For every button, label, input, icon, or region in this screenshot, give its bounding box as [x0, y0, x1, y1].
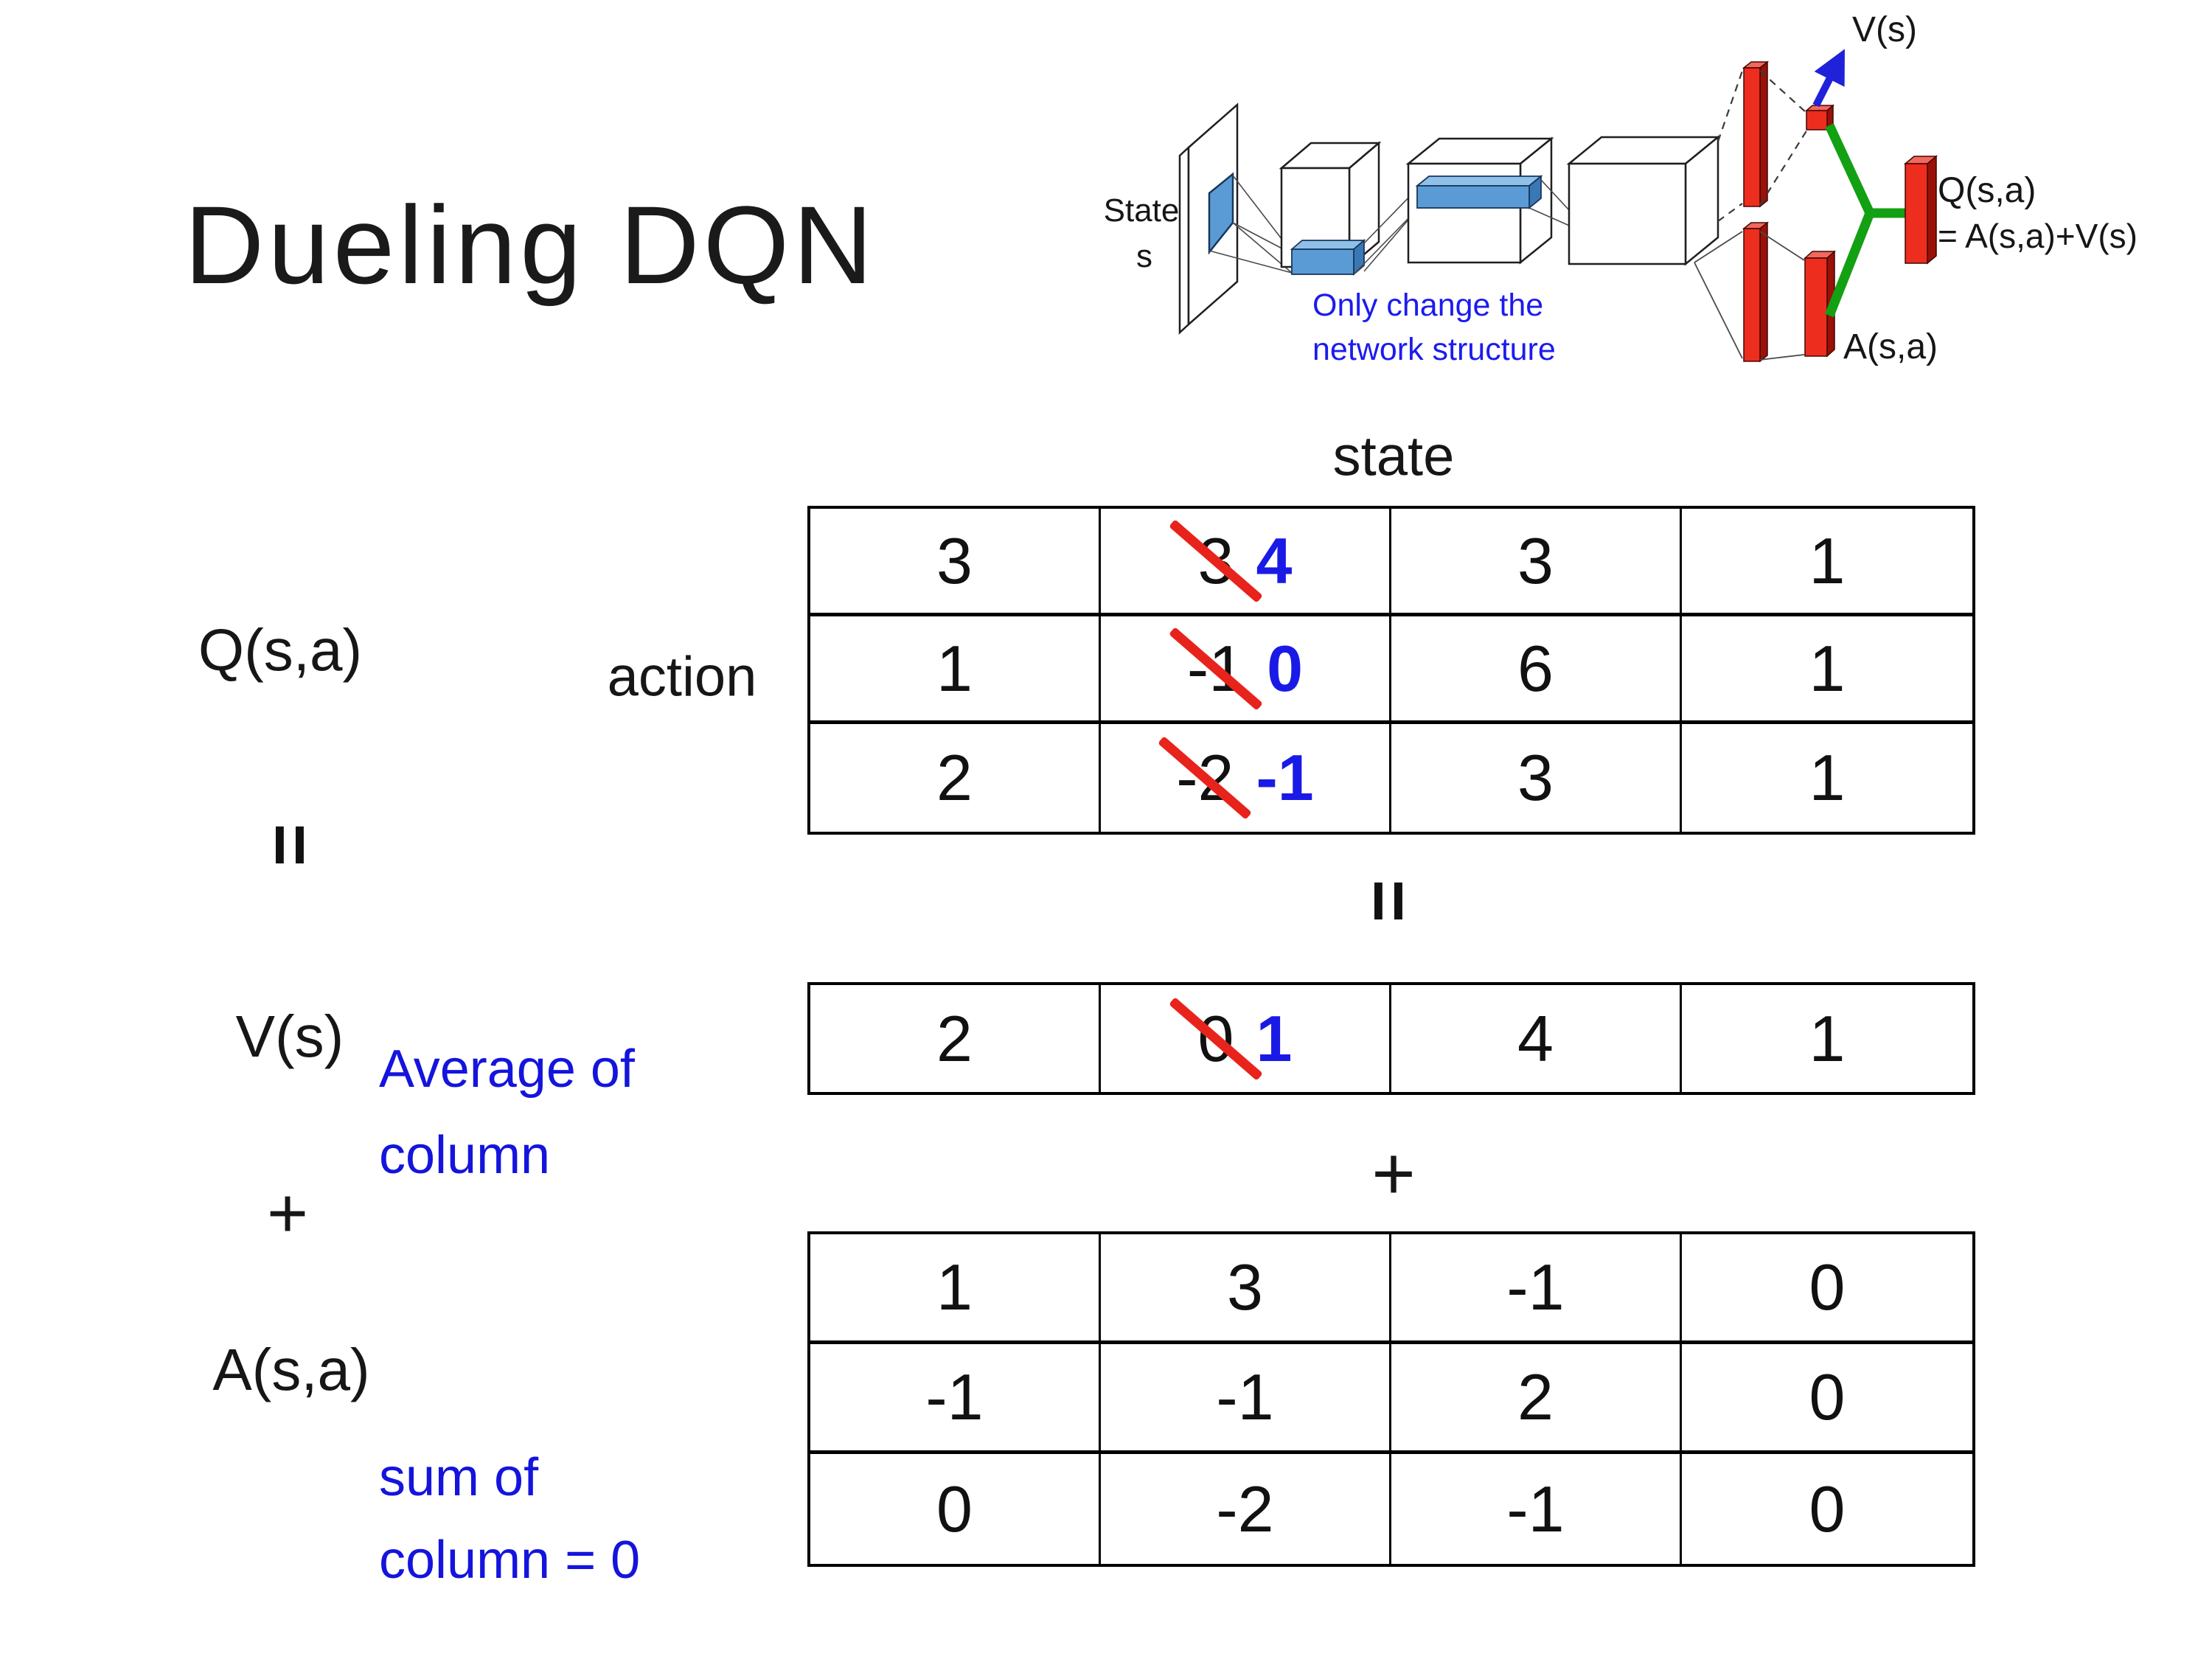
struck-value: 0 [1169, 996, 1263, 1081]
a-cell-r1c1: -1 [1101, 1344, 1391, 1454]
diagram-q-formula: = A(s,a)+V(s) [1938, 217, 2138, 255]
plus-center: + [1371, 1131, 1416, 1216]
a-cell-r1c0: -1 [810, 1344, 1101, 1454]
corrected-value: 1 [1256, 1001, 1293, 1075]
diagram-note-line1: Only change the [1312, 288, 1543, 323]
q-cell-r2c3: 1 [1809, 741, 1846, 814]
v-cell-c1-corrected: 0 1 [1101, 985, 1391, 1092]
feature-map-2-icon [1415, 175, 1543, 209]
v-table: 2 0 1 4 1 [807, 982, 1975, 1095]
q-cell-r0c0: 3 [810, 509, 1101, 616]
diagram-v-label: V(s) [1852, 10, 1917, 49]
split-connectors [1694, 70, 1744, 359]
a-cell-r0c3: 0 [1682, 1234, 1972, 1344]
sum-note: sum of column = 0 [379, 1436, 640, 1601]
diagram-a-label: A(s,a) [1843, 327, 1938, 366]
sum-note-line1: sum of [379, 1448, 539, 1507]
q-cell-r1c1-corrected: -1 0 [1101, 616, 1391, 724]
v-cell-c2: 4 [1391, 985, 1682, 1092]
a-cell-r2c0: 0 [810, 1454, 1101, 1564]
average-note-line1: Average of [379, 1040, 635, 1099]
struck-value: -2 [1158, 736, 1253, 820]
diagram-state-label: State [1104, 192, 1180, 229]
struck-value: -1 [1169, 626, 1263, 711]
a-table: 1 3 -1 0 -1 -1 2 0 0 -2 -1 0 [807, 1231, 1975, 1567]
average-note: Average of column [379, 1026, 635, 1199]
advantage-stream-bar [1742, 221, 1770, 363]
diagram-q-label: Q(s,a) [1938, 171, 2036, 210]
aggregate-branch [1824, 123, 1905, 318]
plus-left: + [266, 1174, 309, 1253]
fc-layer-shape [1566, 135, 1721, 266]
q-cell-r2c2: 3 [1391, 724, 1682, 832]
a-cell-r2c1: -2 [1101, 1454, 1391, 1564]
equals-center: = [1347, 879, 1430, 923]
diagram-state-s-label: s [1136, 238, 1152, 274]
q-cell-r0c2: 3 [1391, 509, 1682, 616]
q-cell-r2c1-corrected: -2 -1 [1101, 724, 1391, 832]
feature-map-1-icon [1290, 239, 1366, 276]
q-cell-r2c0: 2 [810, 724, 1101, 832]
average-note-line2: column [379, 1126, 551, 1185]
corrected-value: 4 [1256, 524, 1293, 597]
action-header: action [607, 645, 757, 709]
a-cell-r2c2: -1 [1391, 1454, 1682, 1564]
v-term-label: V(s) [235, 1004, 344, 1069]
a-cell-r0c0: 1 [810, 1234, 1101, 1344]
value-stream-bar [1742, 60, 1770, 208]
value-arrow-icon [1812, 49, 1845, 108]
q-output-bar [1903, 155, 1938, 265]
output-connectors [1759, 70, 1808, 361]
corrected-value: 0 [1267, 631, 1304, 705]
a-cell-r1c3: 0 [1682, 1344, 1972, 1454]
struck-value: 3 [1169, 518, 1263, 603]
value-output-node [1805, 104, 1834, 131]
page-title: Dueling DQN [184, 183, 877, 307]
a-term-label: A(s,a) [212, 1337, 370, 1402]
q-cell-r1c0: 1 [810, 616, 1101, 724]
sum-note-line2: column = 0 [379, 1531, 641, 1590]
conv-layer-1-shape [1279, 141, 1382, 269]
v-cell-c0: 2 [810, 985, 1101, 1092]
q-term-label: Q(s,a) [198, 617, 363, 683]
a-cell-r0c1: 3 [1101, 1234, 1391, 1344]
a-cell-r0c2: -1 [1391, 1234, 1682, 1344]
diagram-note-line2: network structure [1312, 332, 1556, 367]
dueling-network-diagram: State s Only change the network structur… [1104, 10, 2138, 367]
equals-left: = [248, 823, 332, 867]
q-cell-r1c3: 1 [1682, 616, 1972, 724]
q-cell-r0c1-corrected: 3 4 [1101, 509, 1391, 616]
q-table: 3 3 4 3 1 1 -1 0 6 1 2 -2 -1 3 1 [807, 506, 1975, 835]
corrected-value: -1 [1256, 741, 1314, 814]
a-cell-r2c3: 0 [1809, 1472, 1846, 1545]
advantage-output-bar [1804, 250, 1836, 358]
a-cell-r1c2: 2 [1391, 1344, 1682, 1454]
v-cell-c3: 1 [1809, 1001, 1846, 1075]
q-cell-r1c2: 6 [1391, 616, 1682, 724]
q-cell-r0c3: 1 [1682, 509, 1972, 616]
state-header: state [1332, 425, 1455, 488]
